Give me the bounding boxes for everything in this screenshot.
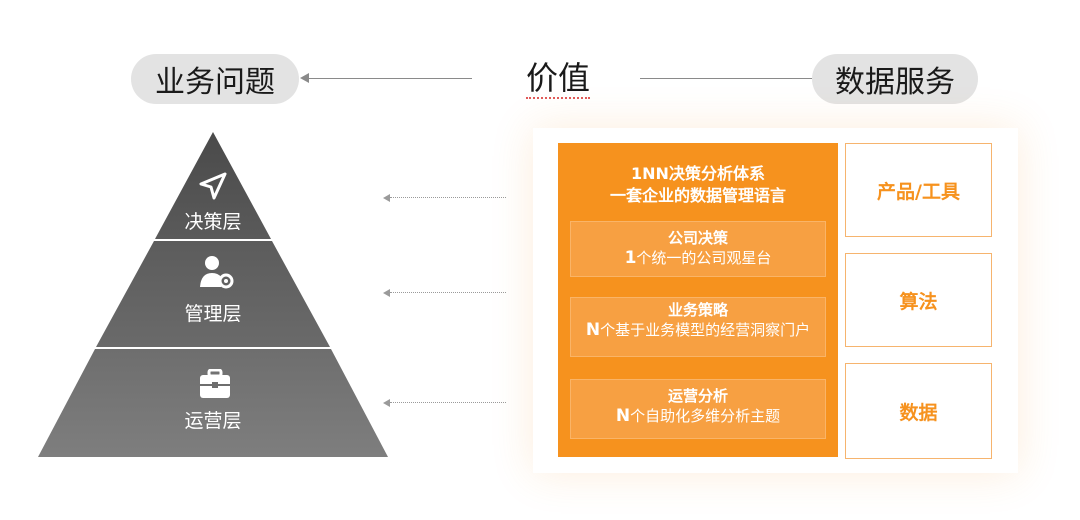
send-icon (199, 172, 227, 200)
dotted-arrow-icon-2 (383, 289, 390, 297)
dotted-connector-2 (390, 292, 506, 293)
right-connector-line (640, 78, 812, 79)
service-algorithm: 算法 (845, 253, 992, 347)
block-desc: N个基于业务模型的经营洞察门户 (579, 320, 817, 340)
pyramid-layer-management (96, 241, 330, 347)
framework-box: 1NN决策分析体系 一套企业的数据管理语言 公司决策 1个统一的公司观星台 业务… (558, 143, 838, 457)
service-data: 数据 (845, 363, 992, 459)
block-desc: 1个统一的公司观星台 (571, 248, 825, 268)
business-problem-pill: 业务问题 (131, 54, 299, 104)
block-business-strategy: 业务策略 N个基于业务模型的经营洞察门户 (570, 297, 826, 357)
dotted-arrow-icon-1 (383, 194, 390, 202)
data-service-pill: 数据服务 (812, 54, 978, 104)
framework-title-line2: 一套企业的数据管理语言 (609, 186, 786, 205)
framework-title-line1: 1NN决策分析体系 (631, 164, 765, 183)
block-operation-analysis: 运营分析 N个自助化多维分析主题 (570, 379, 826, 439)
block-prefix: N (615, 406, 631, 426)
block-prefix: 1 (624, 248, 637, 268)
value-title: 价值 (518, 56, 598, 102)
value-title-text: 价值 (525, 59, 590, 100)
block-title: 公司决策 (667, 229, 728, 247)
block-company-decision: 公司决策 1个统一的公司观星台 (570, 221, 826, 277)
left-connector-line (308, 78, 472, 79)
layer-label-operation: 运营层 (184, 410, 242, 432)
pyramid-diagram (38, 132, 388, 457)
briefcase-icon (200, 369, 230, 398)
dotted-connector-3 (390, 402, 506, 403)
left-arrow-icon (300, 73, 309, 83)
block-desc: N个自助化多维分析主题 (571, 406, 825, 426)
block-desc-text: 个统一的公司观星台 (636, 249, 772, 267)
dotted-arrow-icon-3 (383, 399, 390, 407)
layer-label-decision: 决策层 (184, 211, 242, 233)
pyramid-layer-decision (155, 132, 271, 239)
pyramid-layer-operation (38, 349, 388, 457)
block-desc-text: 个自助化多维分析主题 (630, 407, 781, 425)
layer-label-management: 管理层 (184, 303, 242, 325)
block-prefix: N (585, 320, 601, 340)
service-product-tool: 产品/工具 (845, 143, 992, 237)
block-title: 业务策略 (667, 301, 728, 319)
dotted-connector-1 (390, 197, 506, 198)
block-title: 运营分析 (667, 387, 728, 405)
user-gear-icon (200, 256, 234, 289)
block-desc-text: 个基于业务模型的经营洞察门户 (600, 321, 811, 339)
framework-title: 1NN决策分析体系 一套企业的数据管理语言 (558, 163, 838, 207)
